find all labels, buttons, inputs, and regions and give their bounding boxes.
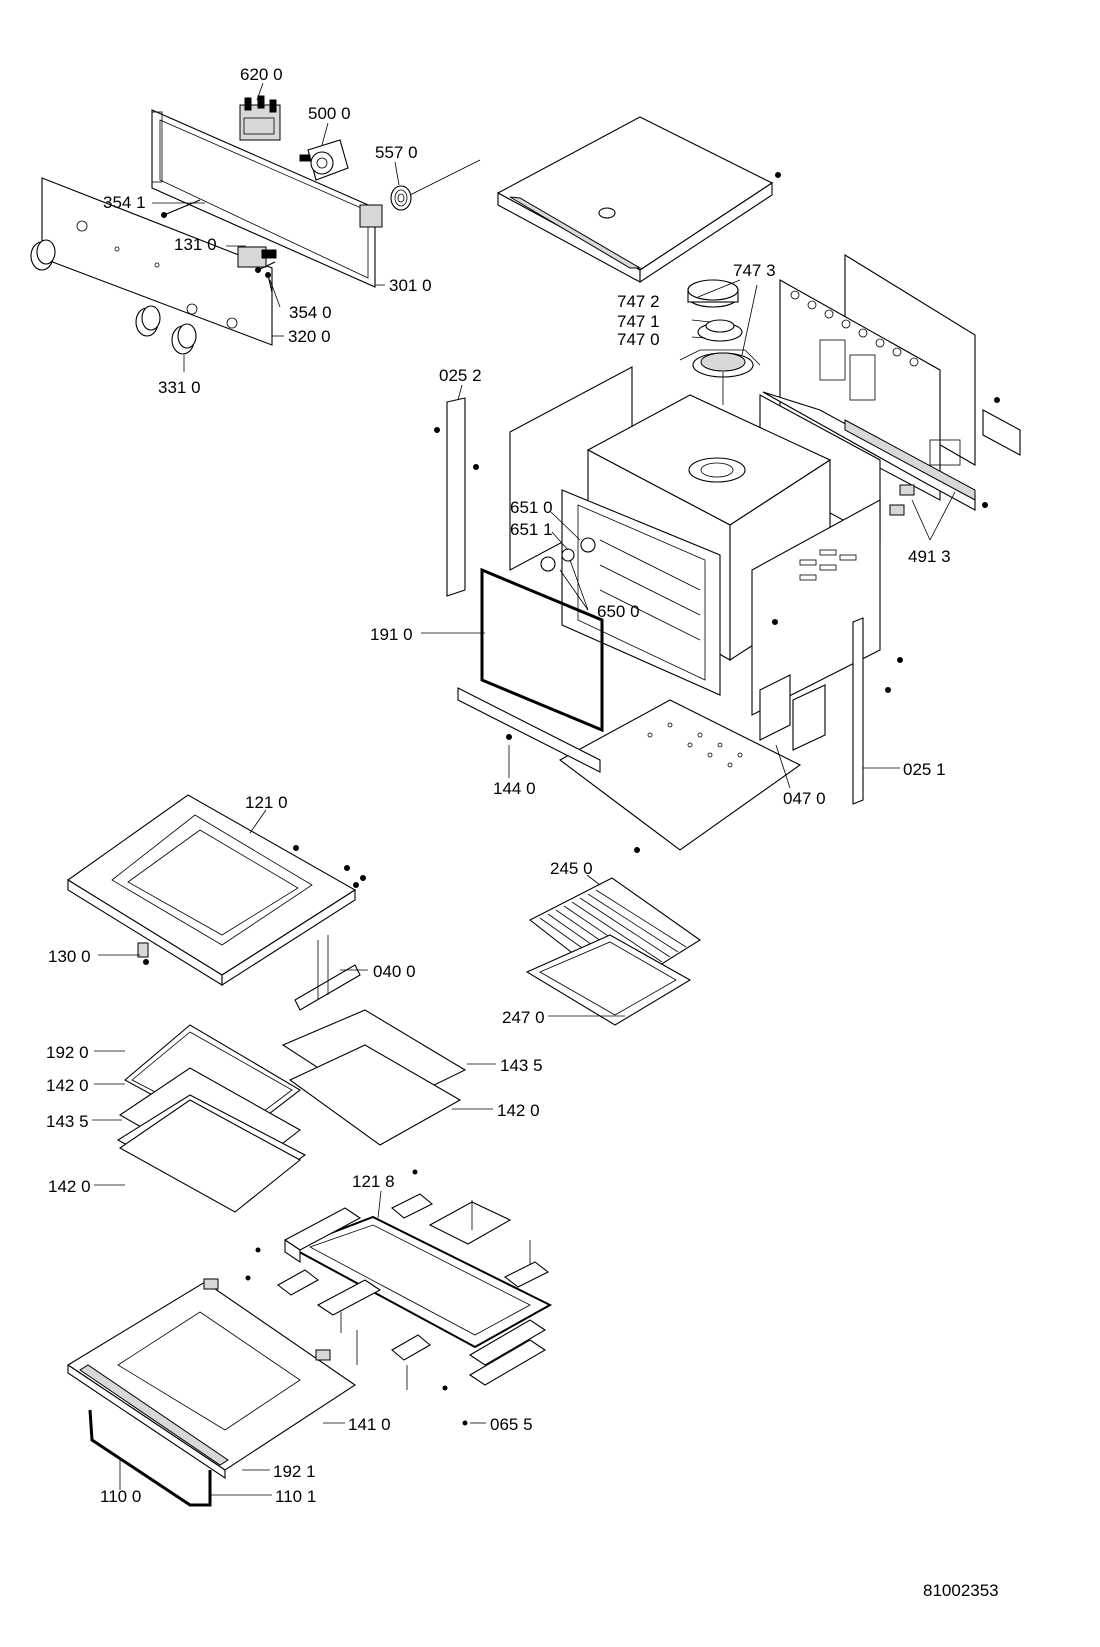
label-192-1: 192 1 (273, 1462, 316, 1481)
label-025-2: 025 2 (439, 366, 482, 385)
label-247-0: 247 0 (502, 1008, 545, 1027)
fan-assembly (679, 279, 761, 405)
rack-and-tray (525, 874, 701, 1026)
outer-door (66, 1278, 356, 1507)
label-245-0: 245 0 (550, 859, 593, 878)
label-040-0: 040 0 (373, 962, 416, 981)
document-number: 81002353 (923, 1581, 999, 1600)
label-144-0: 144 0 (493, 779, 536, 798)
label-651-0: 651 0 (510, 498, 553, 517)
label-142-0-a: 142 0 (46, 1076, 89, 1095)
label-110-1: 110 1 (275, 1487, 317, 1506)
label-747-2: 747 2 (617, 292, 660, 311)
label-130-0: 130 0 (48, 947, 91, 966)
label-065-5: 065 5 (490, 1415, 533, 1434)
label-747-1: 747 1 (617, 312, 660, 331)
label-620-0: 620 0 (240, 65, 283, 84)
label-747-3: 747 3 (733, 261, 776, 280)
label-557-0: 557 0 (375, 143, 418, 162)
door-glass-stack (92, 1009, 496, 1213)
label-142-0-b: 142 0 (497, 1101, 540, 1120)
label-131-0: 131 0 (174, 235, 217, 254)
label-141-0: 141 0 (348, 1415, 391, 1434)
knob-middle (135, 305, 161, 337)
door-seal-group (245, 1169, 553, 1426)
door-inner-frame (67, 794, 368, 1011)
label-301-0: 301 0 (389, 276, 432, 295)
label-651-1: 651 1 (510, 520, 553, 539)
label-191-0: 191 0 (370, 625, 413, 644)
thermostat-557 (359, 159, 481, 228)
label-142-0-c: 142 0 (48, 1177, 91, 1196)
label-025-1: 025 1 (903, 760, 946, 779)
clips-491 (889, 484, 956, 541)
control-panel-group (30, 82, 481, 372)
label-320-0: 320 0 (288, 327, 331, 346)
label-143-5-a: 143 5 (46, 1112, 89, 1131)
label-121-8: 121 8 (352, 1172, 395, 1191)
label-110-0: 110 0 (100, 1487, 142, 1506)
top-cover (496, 116, 781, 284)
label-354-1: 354 1 (103, 193, 146, 212)
label-143-5-b: 143 5 (500, 1056, 543, 1075)
label-747-0: 747 0 (617, 330, 660, 349)
label-121-0: 121 0 (245, 793, 288, 812)
label-491-3: 491 3 (908, 547, 951, 566)
programmer-620 (239, 95, 281, 141)
lamp-assembly (540, 537, 596, 572)
label-354-0: 354 0 (289, 303, 332, 322)
label-650-0: 650 0 (597, 602, 640, 621)
knob-left (30, 239, 56, 271)
label-192-0: 192 0 (46, 1043, 89, 1062)
oven-cavity (421, 366, 903, 853)
foam-blocks (277, 1193, 550, 1386)
knob-right (171, 323, 197, 355)
label-331-0: 331 0 (158, 378, 201, 397)
label-047-0: 047 0 (783, 789, 826, 808)
timer-500 (299, 139, 349, 181)
label-500-0: 500 0 (308, 104, 351, 123)
